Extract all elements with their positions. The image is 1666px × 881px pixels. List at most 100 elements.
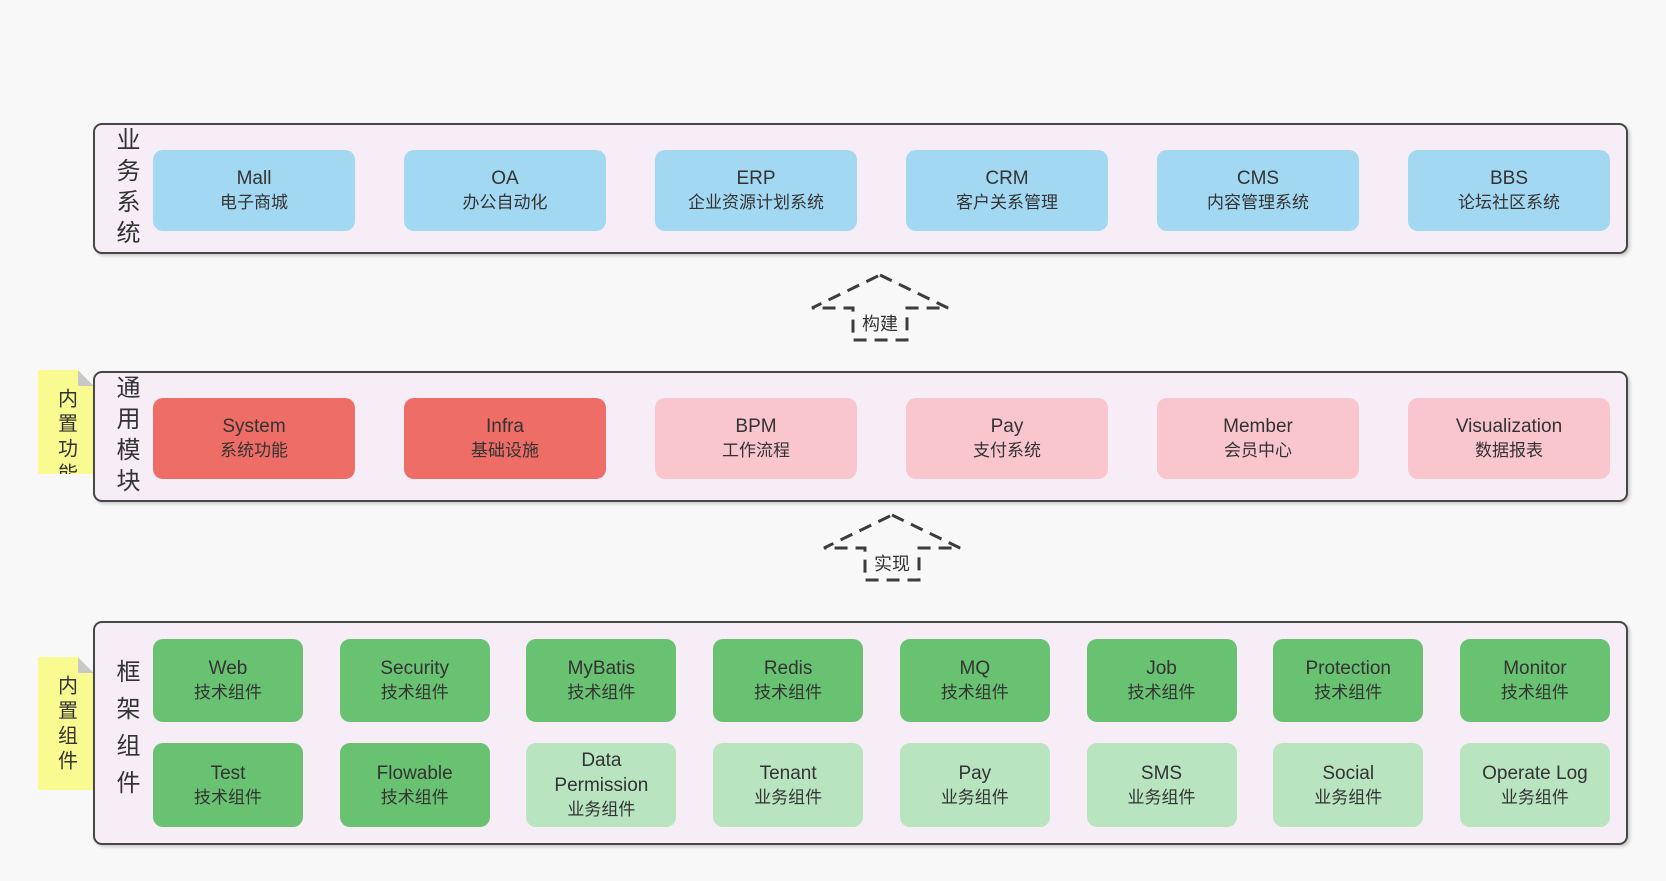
box-title: Web [208,658,248,679]
box-cms: CMS 内容管理系统 [1157,150,1359,231]
sticky-note-label: 内置功能 [54,388,77,488]
framework-components-row-2: Test 技术组件 Flowable 技术组件 Data Permission … [153,743,1610,827]
arrow-label: 构建 [862,314,898,334]
common-modules-row: System 系统功能 Infra 基础设施 BPM 工作流程 Pay 支付系统… [153,398,1610,479]
box-title: OA [491,168,519,189]
box-title: Visualization [1455,416,1563,437]
box-erp: ERP 企业资源计划系统 [655,150,857,231]
box-subtitle: 办公自动化 [462,193,548,212]
box-subtitle: 技术组件 [567,683,636,702]
box-pay: Pay 支付系统 [906,398,1108,479]
box-title: Pay [990,416,1024,437]
sticky-note-builtin-features: 内置功能 [38,370,94,474]
box-title: Redis [763,658,813,679]
box-subtitle: 论坛社区系统 [1458,193,1560,212]
sticky-note-label: 内置组件 [54,675,77,775]
box-system: System 系统功能 [153,398,355,479]
box-subtitle: 技术组件 [380,683,449,702]
box-subtitle: 基础设施 [471,441,539,460]
box-title: MQ [959,658,991,679]
box-title: BPM [735,416,777,437]
box-infra: Infra 基础设施 [404,398,606,479]
box-subtitle: 会员中心 [1224,441,1292,460]
build-arrow-icon: 构建 [811,273,949,342]
box-mybatis: MyBatis 技术组件 [526,639,677,722]
box-title: SMS [1140,762,1183,784]
box-subtitle: 电子商城 [220,193,288,212]
box-subtitle: 业务组件 [754,787,823,807]
folded-corner-icon [78,657,94,673]
box-title: Monitor [1503,658,1567,679]
section-framework-components: 框架组件 Web 技术组件 Security 技术组件 MyBatis 技术组件… [93,621,1628,845]
box-title: Job [1146,658,1177,679]
box-title: System [222,416,286,437]
box-subtitle: 业务组件 [567,800,636,819]
box-subtitle: 业务组件 [1127,787,1196,807]
box-title: Member [1223,416,1293,437]
box-subtitle: 技术组件 [1500,683,1569,702]
box-subtitle: 客户关系管理 [956,193,1058,212]
section-common-modules: 通用模块 System 系统功能 Infra 基础设施 BPM 工作流程 Pay… [93,371,1628,502]
box-subtitle: 技术组件 [380,787,449,807]
box-job: Job 技术组件 [1086,639,1237,722]
box-title: BBS [1489,168,1529,189]
folded-corner-icon [78,370,94,386]
box-title: Security [380,658,450,679]
box-social: Social 业务组件 [1273,743,1424,827]
section-business-systems: 业务系统 Mall 电子商城 OA 办公自动化 ERP 企业资源计划系统 CRM… [93,123,1628,254]
box-title: Data Permission [554,750,649,796]
box-subtitle: 技术组件 [1127,683,1196,702]
box-oa: OA 办公自动化 [404,150,606,231]
box-title: ERP [736,168,776,189]
box-mall: Mall 电子商城 [153,150,355,231]
section-label: 框架组件 [112,659,139,807]
box-operate-log: Operate Log 业务组件 [1459,743,1610,827]
box-title: Infra [485,416,525,437]
business-systems-row: Mall 电子商城 OA 办公自动化 ERP 企业资源计划系统 CRM 客户关系… [153,150,1610,231]
box-subtitle: 技术组件 [194,683,262,702]
box-title: Operate Log [1482,762,1588,784]
arrow-label-bg [855,310,905,338]
section-label: 业务系统 [112,126,139,251]
box-redis: Redis 技术组件 [713,639,864,722]
box-tenant: Tenant 业务组件 [713,743,864,827]
section-label: 通用模块 [112,374,139,499]
box-subtitle: 内容管理系统 [1207,193,1309,212]
box-bbs: BBS 论坛社区系统 [1408,150,1610,231]
box-title: Social [1322,762,1375,784]
framework-components-row-1: Web 技术组件 Security 技术组件 MyBatis 技术组件 Redi… [153,639,1610,722]
arrow-label-bg [867,550,917,578]
box-monitor: Monitor 技术组件 [1459,639,1610,722]
box-subtitle: 支付系统 [973,441,1041,460]
box-subtitle: 技术组件 [194,787,262,807]
box-title: Test [210,762,246,784]
box-subtitle: 业务组件 [1500,787,1569,807]
arrow-label: 实现 [874,554,910,574]
box-flowable: Flowable 技术组件 [339,743,490,827]
box-title: Protection [1305,658,1391,679]
box-subtitle: 工作流程 [722,441,790,460]
box-mq: MQ 技术组件 [899,639,1050,722]
box-subtitle: 业务组件 [1314,787,1383,807]
box-protection: Protection 技术组件 [1273,639,1424,722]
box-member: Member 会员中心 [1157,398,1359,479]
implement-arrow-icon: 实现 [823,513,961,582]
box-title: CMS [1236,168,1280,189]
box-test: Test 技术组件 [153,743,303,827]
box-subtitle: 技术组件 [940,683,1009,702]
sticky-note-builtin-components: 内置组件 [38,657,94,790]
box-title: Tenant [759,762,817,784]
box-subtitle: 数据报表 [1475,441,1543,460]
box-title: MyBatis [567,658,636,679]
box-web: Web 技术组件 [153,639,303,722]
box-title: CRM [985,168,1029,189]
box-crm: CRM 客户关系管理 [906,150,1108,231]
box-pay-component: Pay 业务组件 [899,743,1050,827]
box-subtitle: 业务组件 [940,787,1009,807]
box-title: Pay [958,762,992,784]
box-security: Security 技术组件 [339,639,490,722]
box-subtitle: 技术组件 [1314,683,1383,702]
box-data-permission: Data Permission 业务组件 [526,743,677,827]
box-title: Mall [236,168,272,189]
